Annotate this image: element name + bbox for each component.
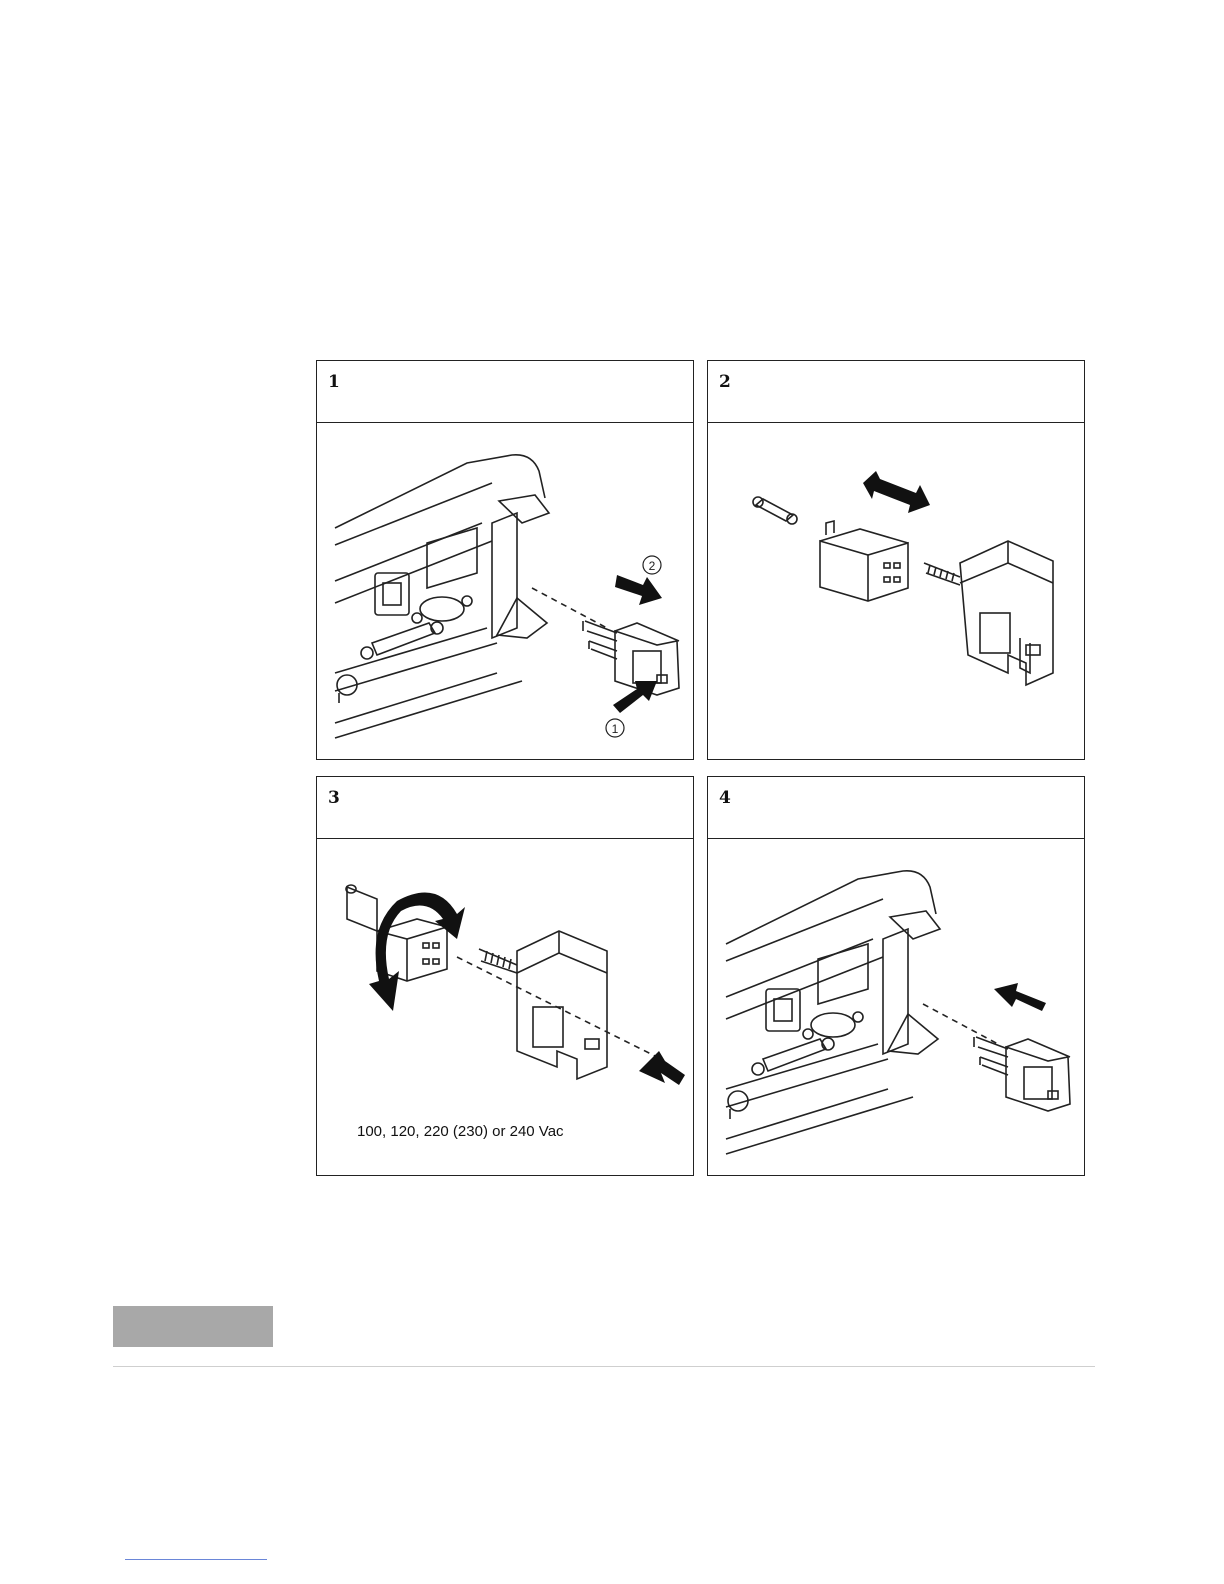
replace-fuse-illustration xyxy=(708,423,1083,758)
page-divider xyxy=(113,1366,1095,1367)
footer-link-rule xyxy=(125,1559,267,1560)
pull-arrow-icon xyxy=(615,575,662,605)
insert-arrow-icon xyxy=(994,983,1046,1011)
step-header-3: 3 xyxy=(317,777,693,839)
reinstall-fuse-holder-illustration xyxy=(708,839,1083,1174)
callout-1-label: 1 xyxy=(612,722,619,736)
step-panel-4: 4 xyxy=(707,776,1085,1176)
step-number-1: 1 xyxy=(328,372,340,392)
step-panel-1: 1 xyxy=(316,360,694,760)
step-panel-2: 2 xyxy=(707,360,1085,760)
remove-fuse-holder-illustration: 2 1 xyxy=(317,423,692,758)
swap-arrow-icon xyxy=(863,471,930,513)
rotate-arrow-icon xyxy=(369,893,465,1011)
step-number-4: 4 xyxy=(719,788,731,808)
section-tab xyxy=(113,1306,273,1347)
voltage-options-label: 100, 120, 220 (230) or 240 Vac xyxy=(357,1123,564,1140)
insert-arrow-icon xyxy=(639,1051,685,1085)
step-header-4: 4 xyxy=(708,777,1084,839)
press-arrow-icon xyxy=(613,681,657,713)
step-number-2: 2 xyxy=(719,372,731,392)
step-panel-3: 3 100, 120, xyxy=(316,776,694,1176)
step-header-2: 2 xyxy=(708,361,1084,423)
step-header-1: 1 xyxy=(317,361,693,423)
callout-2-label: 2 xyxy=(649,559,656,573)
step-number-3: 3 xyxy=(328,788,340,808)
